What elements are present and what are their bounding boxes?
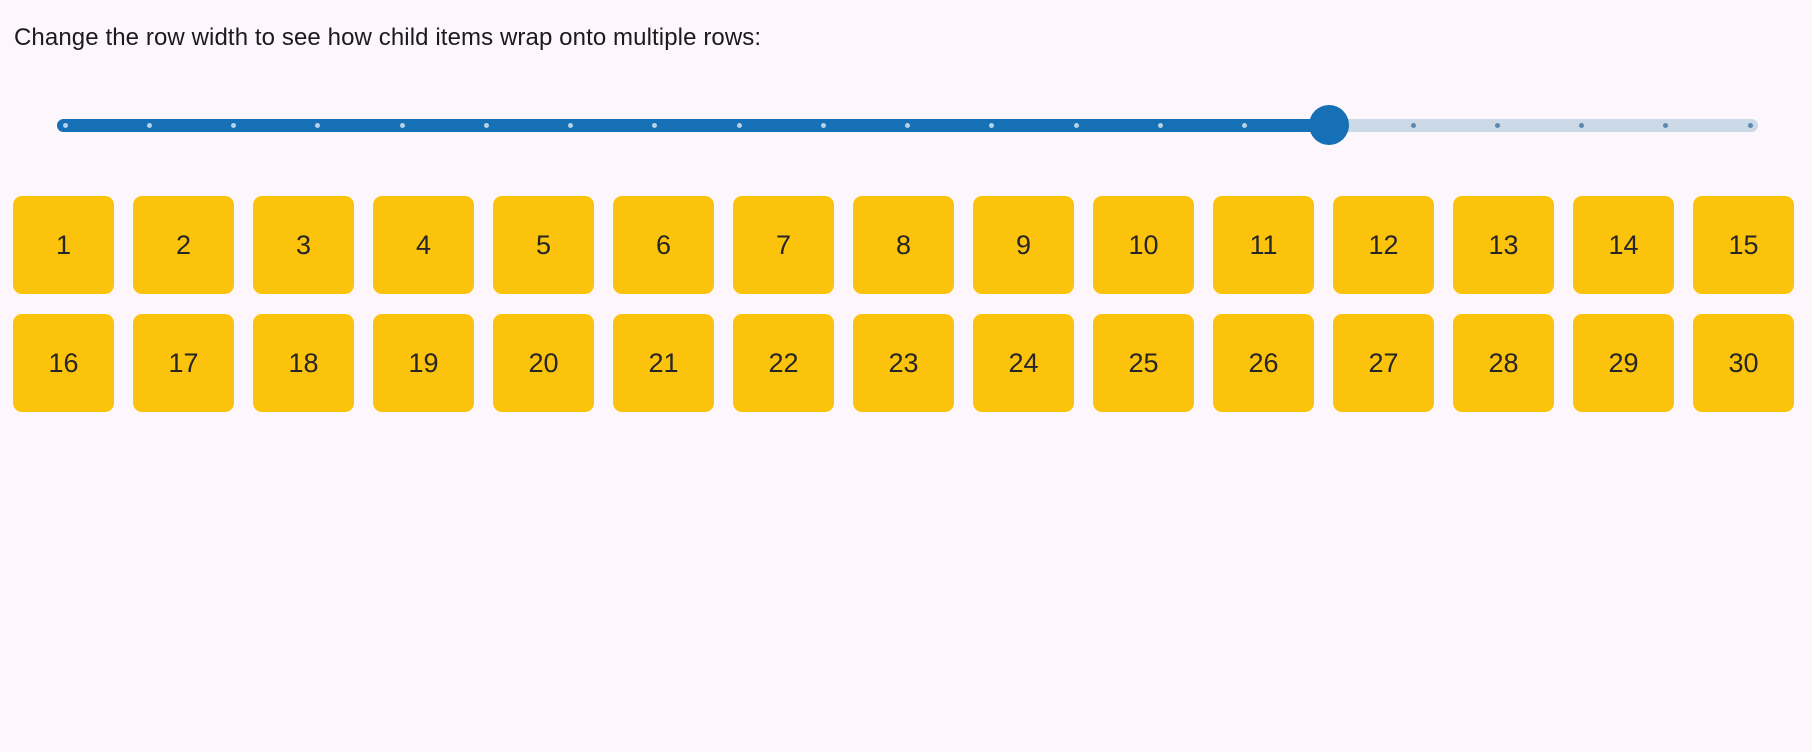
slider-tick	[62, 123, 68, 128]
slider-tick	[1157, 123, 1163, 128]
slider-tick	[736, 123, 742, 128]
grid-item: 12	[1333, 196, 1434, 294]
slider-tick	[399, 123, 405, 128]
slider-fill	[57, 119, 1329, 132]
slider-tick	[483, 123, 489, 128]
grid-item: 7	[733, 196, 834, 294]
grid-item: 19	[373, 314, 474, 412]
grid-item: 9	[973, 196, 1074, 294]
slider-tick	[1073, 123, 1079, 128]
slider-thumb[interactable]	[1308, 105, 1349, 145]
slider-tick	[315, 123, 321, 128]
instruction-text: Change the row width to see how child it…	[14, 24, 762, 51]
slider-tick	[1663, 123, 1669, 128]
slider-tick	[820, 123, 826, 128]
grid-item: 13	[1453, 196, 1554, 294]
grid-item: 16	[13, 314, 114, 412]
slider-tick	[1410, 123, 1416, 128]
grid-item: 1	[13, 196, 114, 294]
slider-tick	[1242, 123, 1247, 128]
grid-item: 5	[493, 196, 594, 294]
grid-item: 29	[1573, 314, 1674, 412]
slider-tick	[146, 123, 152, 128]
grid-item: 18	[253, 314, 354, 412]
grid-item: 17	[133, 314, 234, 412]
grid-item: 21	[613, 314, 714, 412]
grid-item: 11	[1213, 196, 1314, 294]
grid-item: 27	[1333, 314, 1434, 412]
grid-item: 28	[1453, 314, 1554, 412]
slider-tick	[652, 123, 658, 128]
grid-item: 20	[493, 314, 594, 412]
grid-item: 24	[973, 314, 1074, 412]
row-width-slider[interactable]	[57, 105, 1758, 146]
grid-item: 6	[613, 196, 714, 294]
grid-item: 3	[253, 196, 354, 294]
slider-tick	[905, 123, 910, 128]
slider-tick	[568, 123, 573, 128]
grid-item: 15	[1693, 196, 1794, 294]
slider-tick	[1494, 123, 1500, 128]
grid-item: 22	[733, 314, 834, 412]
grid-item: 25	[1093, 314, 1194, 412]
slider-tick	[1579, 123, 1584, 128]
grid-item: 8	[853, 196, 954, 294]
grid-item: 14	[1573, 196, 1674, 294]
grid-item: 26	[1213, 314, 1314, 412]
grid-item: 23	[853, 314, 954, 412]
grid-item: 4	[373, 196, 474, 294]
slider-tick	[1747, 123, 1753, 128]
grid-item: 30	[1693, 314, 1794, 412]
slider-tick	[231, 123, 236, 128]
grid-item: 10	[1093, 196, 1194, 294]
slider-tick	[989, 123, 995, 128]
grid-item: 2	[133, 196, 234, 294]
